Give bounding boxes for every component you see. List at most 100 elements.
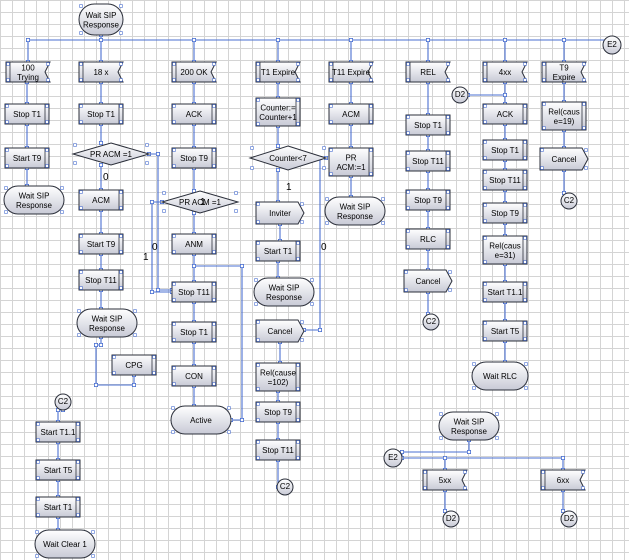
selection-handle[interactable] [369,62,373,66]
selection-handle[interactable] [119,286,123,290]
selection-handle[interactable] [152,371,156,375]
selection-handle[interactable] [76,460,80,464]
connection-handle[interactable] [94,342,99,347]
selection-handle[interactable] [325,197,329,201]
task-box[interactable]: CON [171,365,217,387]
selection-handle[interactable] [523,203,527,207]
selection-handle[interactable] [119,31,123,35]
selection-handle[interactable] [172,382,176,386]
selection-handle[interactable] [582,126,586,130]
decision-diamond[interactable]: PR ACM =1 [160,190,240,214]
selection-handle[interactable] [296,62,300,66]
selection-handle[interactable] [79,104,83,108]
selection-handle[interactable] [172,322,176,326]
selection-handle[interactable] [483,170,487,174]
selection-handle[interactable] [483,321,487,325]
selection-handle[interactable] [523,260,527,264]
selection-handle[interactable] [4,210,8,214]
selection-handle[interactable] [227,430,231,434]
selection-handle[interactable] [133,309,137,313]
selection-handle[interactable] [79,31,83,35]
selection-handle[interactable] [296,387,300,391]
selection-handle[interactable] [5,164,9,168]
selection-handle[interactable] [495,412,499,416]
selection-handle[interactable] [79,4,83,8]
selection-handle[interactable] [256,202,260,206]
selection-handle[interactable] [79,234,83,238]
selection-handle[interactable] [523,236,527,240]
selection-handle[interactable] [523,120,527,124]
selection-handle[interactable] [329,78,333,82]
selection-handle[interactable] [369,78,373,82]
selection-handle[interactable] [79,62,83,66]
connection-handle[interactable] [442,455,447,460]
selection-handle[interactable] [446,151,450,155]
selection-handle[interactable] [256,456,260,460]
connection-handle[interactable] [317,327,322,332]
selection-handle[interactable] [5,104,9,108]
selection-handle[interactable] [483,260,487,264]
output-signal-symbol[interactable]: Cancel [539,147,589,171]
selection-handle[interactable] [524,386,528,390]
task-box[interactable]: Start T1.1 [482,281,528,303]
decision-diamond[interactable]: PR ACM =1 [71,142,151,166]
selection-handle[interactable] [369,172,373,176]
connection-handle[interactable] [562,38,567,43]
selection-handle[interactable] [172,234,176,238]
selection-handle[interactable] [483,298,487,302]
selection-handle[interactable] [369,104,373,108]
input-signal-symbol[interactable]: 200 OK [171,61,217,83]
selection-handle[interactable] [582,102,586,106]
selection-handle[interactable] [76,422,80,426]
selection-handle[interactable] [446,245,450,249]
task-box[interactable]: Stop T9 [482,202,528,224]
selection-handle[interactable] [446,62,450,66]
selection-handle[interactable] [406,115,410,119]
selection-handle[interactable] [540,166,544,170]
selection-handle[interactable] [172,366,176,370]
selection-handle[interactable] [483,156,487,160]
selection-handle[interactable] [329,148,333,152]
selection-handle[interactable] [35,530,39,534]
selection-handle[interactable] [36,476,40,480]
selection-handle[interactable] [76,497,80,501]
selection-handle[interactable] [79,78,83,82]
selection-handle[interactable] [446,78,450,82]
connection-handle[interactable] [561,455,566,460]
input-signal-symbol[interactable]: T1 Expire [255,61,301,83]
selection-handle[interactable] [119,190,123,194]
selection-handle[interactable] [369,148,373,152]
selection-handle[interactable] [250,146,254,150]
selection-handle[interactable] [483,282,487,286]
selection-handle[interactable] [423,486,427,490]
selection-handle[interactable] [119,62,123,66]
selection-handle[interactable] [322,166,326,170]
selection-handle[interactable] [172,120,176,124]
task-box[interactable]: Stop T9 [171,147,217,169]
selection-handle[interactable] [119,234,123,238]
task-box[interactable]: ACK [171,103,217,125]
task-box[interactable]: Start T1 [35,496,81,518]
selection-handle[interactable] [256,320,260,324]
selection-handle[interactable] [73,143,77,147]
selection-handle[interactable] [119,270,123,274]
selection-handle[interactable] [212,78,216,82]
selection-handle[interactable] [79,250,83,254]
selection-handle[interactable] [79,190,83,194]
selection-handle[interactable] [296,257,300,261]
selection-handle[interactable] [296,363,300,367]
input-signal-symbol[interactable]: 18 x [78,61,124,83]
selection-handle[interactable] [296,456,300,460]
selection-handle[interactable] [423,470,427,474]
selection-handle[interactable] [542,126,546,130]
connection-handle[interactable] [275,143,280,148]
selection-handle[interactable] [584,148,588,152]
task-box[interactable]: Rel(cause=31) [482,235,528,265]
selection-handle[interactable] [212,148,216,152]
connection-handle[interactable] [399,449,404,454]
connection-handle[interactable] [348,38,353,43]
selection-handle[interactable] [212,234,216,238]
selection-handle[interactable] [234,191,238,195]
input-signal-symbol[interactable]: 6xx [540,469,586,491]
